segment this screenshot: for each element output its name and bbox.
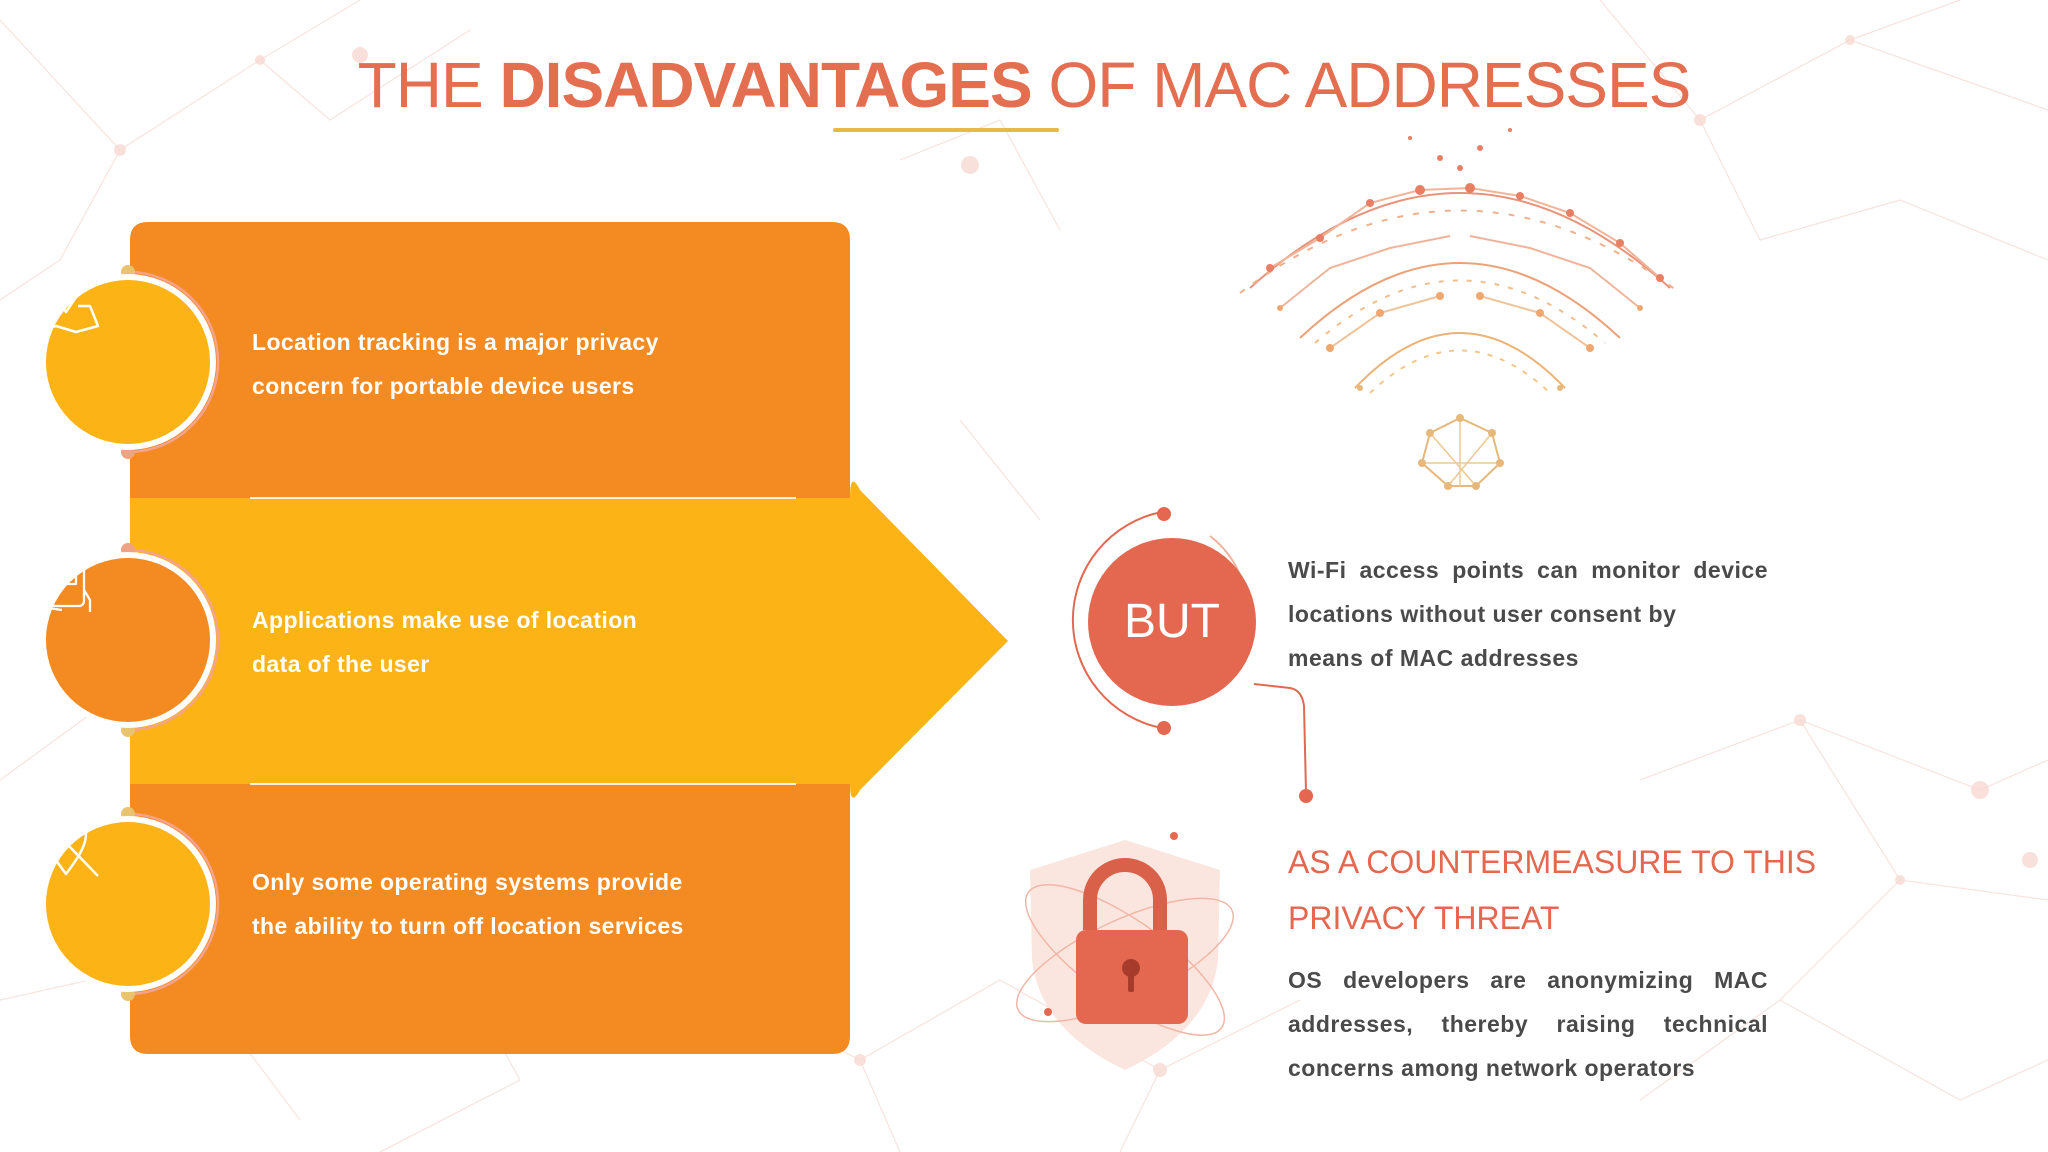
wifi-network-icon xyxy=(1239,128,1681,490)
separator-1 xyxy=(250,497,796,499)
panel-arrow-band xyxy=(130,481,1008,798)
row-3-text: Only some operating systems provide the … xyxy=(252,860,684,948)
row-3-badge xyxy=(28,804,228,1004)
phone-in-hand-icon xyxy=(35,542,92,612)
countermeasure-title: AS A COUNTERMEASURE TO THIS PRIVACY THRE… xyxy=(1288,834,1817,946)
row-2-line-1: Applications make use of location xyxy=(252,607,638,633)
location-off-icon xyxy=(35,811,99,877)
countermeasure-line-2: addresses, thereby raising technical xyxy=(1288,1011,1768,1037)
row-1-line-2: concern for portable device users xyxy=(252,373,635,399)
but-connector xyxy=(1071,507,1313,803)
but-badge: BUT xyxy=(1088,538,1256,706)
title-prefix: THE xyxy=(357,49,500,121)
title-suffix: OF MAC ADDRESSES xyxy=(1031,49,1691,121)
but-line-2: locations without user consent by xyxy=(1288,601,1677,627)
countermeasure-title-line-1: AS A COUNTERMEASURE TO THIS xyxy=(1288,844,1817,880)
padlock-shield-icon xyxy=(1015,832,1235,1070)
countermeasure-description: OS developers are anonymizing MAC addres… xyxy=(1288,958,1768,1090)
row-3-line-2: the ability to turn off location service… xyxy=(252,913,684,939)
row-2-text: Applications make use of location data o… xyxy=(252,598,637,686)
but-line-3: means of MAC addresses xyxy=(1288,645,1579,671)
countermeasure-title-line-2: PRIVACY THREAT xyxy=(1288,900,1560,936)
separator-2 xyxy=(250,783,796,785)
but-description: Wi-Fi access points can monitor device l… xyxy=(1288,548,1768,680)
row-1-text: Location tracking is a major privacy con… xyxy=(252,320,659,408)
row-2-line-2: data of the user xyxy=(252,651,430,677)
row-1-badge xyxy=(28,262,228,462)
countermeasure-line-3: concerns among network operators xyxy=(1288,1055,1696,1081)
countermeasure-line-1: OS developers are anonymizing MAC xyxy=(1288,967,1768,993)
page-title: THE DISADVANTAGES OF MAC ADDRESSES xyxy=(0,48,2048,122)
title-highlight: DISADVANTAGES xyxy=(499,49,1032,121)
but-line-1: Wi-Fi access points can monitor device xyxy=(1288,557,1768,583)
location-map-icon xyxy=(32,269,100,334)
panel-top-band xyxy=(130,222,850,498)
title-underline xyxy=(833,128,1059,132)
panel-bottom-band xyxy=(130,784,850,1054)
row-2-badge xyxy=(28,540,228,740)
row-3-line-1: Only some operating systems provide xyxy=(252,869,683,895)
row-1-line-1: Location tracking is a major privacy xyxy=(252,329,659,355)
